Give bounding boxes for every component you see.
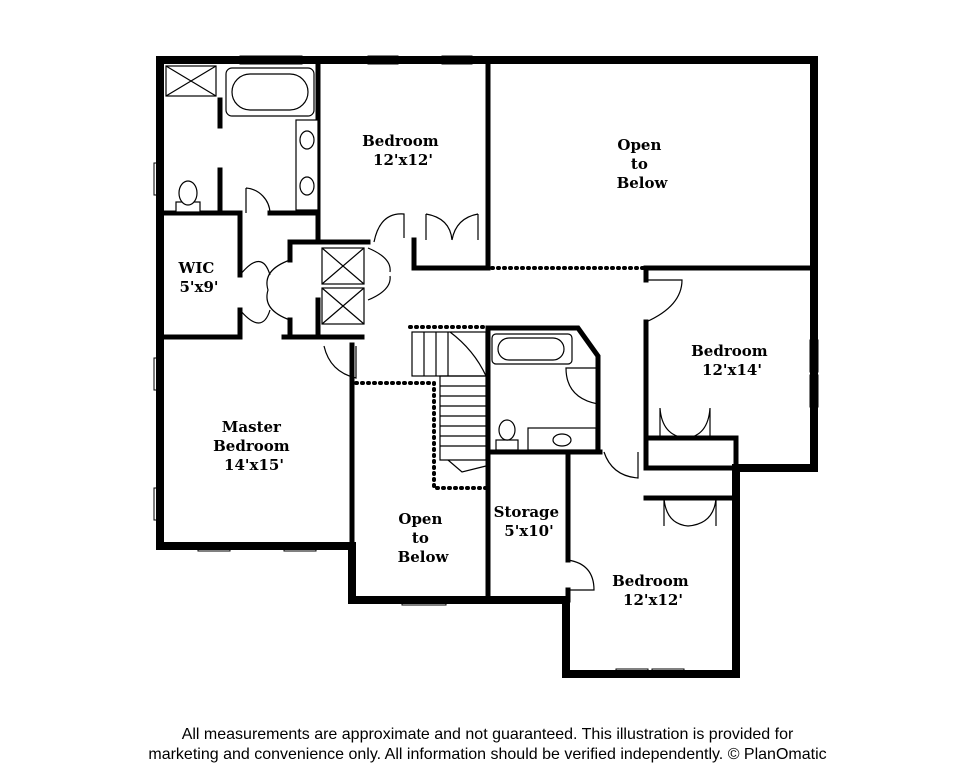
doors [239, 187, 717, 591]
room-label-open-below-center: Open to Below [398, 510, 450, 566]
room-label-master-bedroom: Master Bedroom 14'x15' [213, 418, 295, 474]
room-label-open-below-top: Open to Below [617, 136, 669, 192]
room-labels: Bedroom 12'x12' Open to Below WIC 5'x9' … [177, 132, 773, 609]
fixtures [165, 65, 597, 451]
staircase [411, 331, 487, 473]
room-label-bedroom-right: Bedroom 12'x14' [691, 342, 773, 379]
room-label-bedroom-bottom: Bedroom 12'x12' [612, 572, 694, 609]
exterior-walls [156, 56, 818, 678]
room-label-bedroom-top: Bedroom 12'x12' [362, 132, 444, 169]
disclaimer-line-2: marketing and convenience only. All info… [148, 746, 827, 763]
railings [354, 266, 648, 490]
disclaimer: All measurements are approximate and not… [0, 725, 975, 765]
toilet-icon-hall [495, 439, 519, 451]
disclaimer-line-1: All measurements are approximate and not… [181, 726, 794, 743]
room-label-wic: WIC 5'x9' [177, 259, 219, 296]
room-label-storage: Storage 5'x10' [494, 503, 565, 540]
